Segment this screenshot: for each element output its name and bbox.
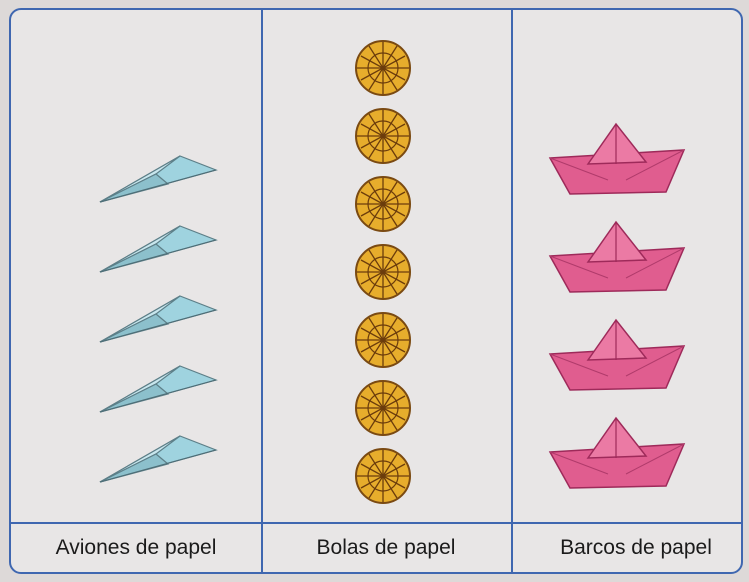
column-divider: [261, 10, 263, 572]
paper-boat-icon: [548, 416, 686, 489]
paper-ball-icon: [355, 448, 411, 504]
paper-plane-icon: [99, 365, 218, 413]
paper-ball-icon: [355, 108, 411, 164]
paper-boat-icon: [548, 220, 686, 293]
column-label-aviones: Aviones de papel: [55, 536, 217, 559]
paper-boat-icon: [548, 318, 686, 391]
paper-plane-icon: [99, 435, 218, 483]
paper-plane-icon: [99, 295, 218, 343]
paper-plane-icon: [99, 225, 218, 273]
paper-ball-icon: [355, 40, 411, 96]
paper-ball-icon: [355, 312, 411, 368]
paper-ball-icon: [355, 380, 411, 436]
column-label-barcos: Barcos de papel: [560, 536, 712, 559]
paper-boat-icon: [548, 122, 686, 195]
paper-ball-icon: [355, 176, 411, 232]
pictograph-table: Aviones de papel Bolas de papel Barcos d…: [9, 8, 743, 574]
column-label-bolas: Bolas de papel: [316, 536, 456, 559]
label-row-divider: [11, 522, 741, 524]
column-divider: [511, 10, 513, 572]
paper-ball-icon: [355, 244, 411, 300]
paper-plane-icon: [99, 155, 218, 203]
